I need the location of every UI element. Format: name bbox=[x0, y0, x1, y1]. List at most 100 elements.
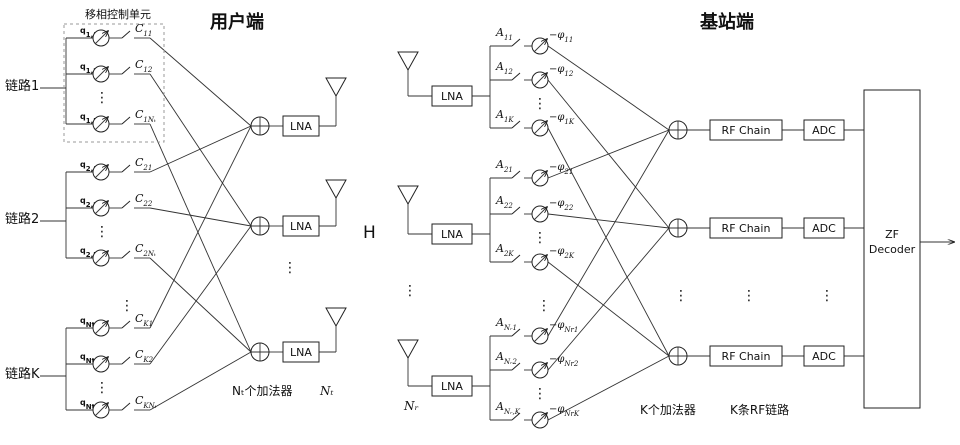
adc-1: ADC bbox=[804, 120, 844, 140]
bs-row-3-3: ANᵣ,K−φNrK bbox=[490, 400, 580, 428]
user-c-label: C21 bbox=[135, 156, 152, 172]
svg-text:RF Chain: RF Chain bbox=[722, 222, 771, 235]
user-phase-shifter-rows: q1,1C11q1,2C12q1,KC1Nₜ⋮q2,1C21q2,2C22q2,… bbox=[66, 22, 157, 418]
user-antenna-icon-3 bbox=[326, 308, 346, 352]
user-adder-1 bbox=[251, 117, 269, 135]
user-adders-caption: Nₜ个加法器 bbox=[232, 384, 293, 398]
bs-a-label: A12 bbox=[495, 60, 513, 76]
user-combine-wire bbox=[150, 258, 251, 352]
bs-row-1-2: A12 −φ12 bbox=[490, 60, 574, 88]
bs-vdots-adc: ⋮ bbox=[820, 288, 834, 304]
bs-phi-label: −φ1K bbox=[549, 112, 575, 126]
bs-phi-label: −φ2K bbox=[549, 246, 575, 260]
svg-text:LNA: LNA bbox=[290, 346, 312, 359]
user-vdots-rows: ⋮ bbox=[95, 224, 109, 240]
bs-adders-caption: K个加法器 bbox=[640, 403, 696, 417]
user-lna-3: LNA bbox=[283, 342, 319, 362]
bs-a-label: A1K bbox=[495, 108, 514, 124]
user-antenna-icon-1 bbox=[326, 78, 346, 126]
user-adder-2 bbox=[251, 217, 269, 235]
bs-row-2-2: A22−φ22 bbox=[490, 194, 574, 222]
svg-text:LNA: LNA bbox=[441, 228, 463, 241]
user-link-label-2: 链路2 bbox=[5, 211, 39, 227]
bs-antenna-caption: Nᵣ bbox=[403, 399, 419, 413]
bs-vdots-rf: ⋮ bbox=[742, 288, 756, 304]
bs-a-label: A2K bbox=[495, 242, 514, 258]
bs-phi-label: −φ11 bbox=[549, 30, 573, 44]
bs-vdots-rows: ⋮ bbox=[533, 96, 547, 112]
svg-text:LNA: LNA bbox=[290, 120, 312, 133]
svg-text:LNA: LNA bbox=[441, 90, 463, 103]
user-vdots-links: ⋮ bbox=[120, 298, 134, 314]
bs-vdots-groups: ⋮ bbox=[537, 298, 551, 314]
user-row-2-2: q2,2C22 bbox=[66, 192, 153, 216]
bs-row-3-1: ANᵣ1 −φNr1 bbox=[490, 316, 578, 344]
bs-a-label: ANᵣ2 bbox=[495, 350, 518, 366]
bs-combine-wire bbox=[548, 130, 669, 336]
svg-text:ADC: ADC bbox=[812, 350, 836, 363]
user-row-1-2: q1,2C12 bbox=[66, 58, 153, 82]
bs-vdots-antennas: ⋮ bbox=[403, 283, 417, 299]
bs-row-3-2: ANᵣ2−φNr2 bbox=[490, 350, 579, 378]
user-row-3-3: qNt,KCKNₜ bbox=[66, 394, 157, 418]
channel-label: H bbox=[363, 223, 376, 243]
zf-decoder-block: ZF Decoder bbox=[864, 90, 920, 408]
bs-antenna-icon-1 bbox=[398, 52, 418, 96]
adc-2: ADC bbox=[804, 218, 844, 238]
switch-icon bbox=[122, 251, 130, 258]
adc-3: ADC bbox=[804, 346, 844, 366]
user-adder-3 bbox=[251, 343, 269, 361]
user-lna-1: LNA bbox=[283, 116, 319, 136]
bs-row-1-3: A1K −φ1K bbox=[490, 108, 575, 136]
user-antenna-caption: Nₜ bbox=[319, 384, 334, 398]
bs-phi-label: −φ22 bbox=[549, 198, 574, 212]
bs-adder-2 bbox=[669, 219, 687, 237]
bs-antenna-icon-2 bbox=[398, 186, 418, 234]
user-lna-2: LNA bbox=[283, 216, 319, 236]
user-c-label: CKNₜ bbox=[135, 394, 157, 410]
bs-row-2-3: A2K −φ2K bbox=[490, 242, 575, 270]
bs-lna-2: LNA bbox=[432, 224, 472, 244]
switch-icon bbox=[122, 201, 130, 208]
user-row-2-1: q2,1C21 bbox=[66, 156, 152, 180]
rf-chain-1: RF Chain bbox=[710, 120, 782, 140]
bs-combine-wire bbox=[548, 214, 669, 228]
user-row-3-2: qNt,2CK2 bbox=[66, 348, 154, 372]
svg-text:LNA: LNA bbox=[441, 380, 463, 393]
bs-lna-3: LNA bbox=[432, 376, 472, 396]
switch-icon bbox=[122, 117, 130, 124]
user-combine-wire bbox=[150, 126, 251, 172]
bs-antenna-icon-3 bbox=[398, 340, 418, 386]
svg-text:LNA: LNA bbox=[290, 220, 312, 233]
user-vdots-adders: ⋮ bbox=[283, 260, 297, 276]
bs-a-label: ANᵣ1 bbox=[495, 316, 517, 332]
user-link-label-k: 链路K bbox=[5, 366, 40, 382]
svg-text:ADC: ADC bbox=[812, 222, 836, 235]
svg-text:RF Chain: RF Chain bbox=[722, 350, 771, 363]
bs-phi-label: −φ12 bbox=[549, 64, 574, 78]
user-combine-wire bbox=[150, 74, 251, 226]
bs-vdots-adders: ⋮ bbox=[674, 288, 688, 304]
bs-phi-label: −φNr1 bbox=[549, 320, 578, 334]
user-row-2-3: q2,KC2Nₜ bbox=[66, 242, 156, 266]
user-antenna-icon-2 bbox=[326, 180, 346, 226]
rf-chain-3: RF Chain bbox=[710, 346, 782, 366]
bs-combine-wire bbox=[548, 262, 669, 356]
user-c-label: CK2 bbox=[135, 348, 154, 364]
svg-text:RF Chain: RF Chain bbox=[722, 124, 771, 137]
bs-phi-label: −φ21 bbox=[549, 162, 573, 176]
bs-adder-3 bbox=[669, 347, 687, 365]
switch-icon bbox=[512, 39, 520, 46]
bs-a-label: ANᵣ,K bbox=[495, 400, 521, 416]
bs-rf-caption: K条RF链路 bbox=[730, 402, 789, 417]
svg-text:ADC: ADC bbox=[812, 124, 836, 137]
user-c-label: C22 bbox=[135, 192, 153, 208]
bs-combine-wire bbox=[548, 128, 669, 356]
user-combine-wire bbox=[150, 226, 251, 364]
user-c-label: C1Nₜ bbox=[135, 108, 156, 124]
user-combine-wire bbox=[150, 124, 251, 352]
phase-control-unit-label: 移相控制单元 bbox=[85, 7, 151, 21]
zf-decoder-line2: Decoder bbox=[869, 243, 916, 256]
user-row-1-1: q1,1C11 bbox=[66, 22, 152, 46]
